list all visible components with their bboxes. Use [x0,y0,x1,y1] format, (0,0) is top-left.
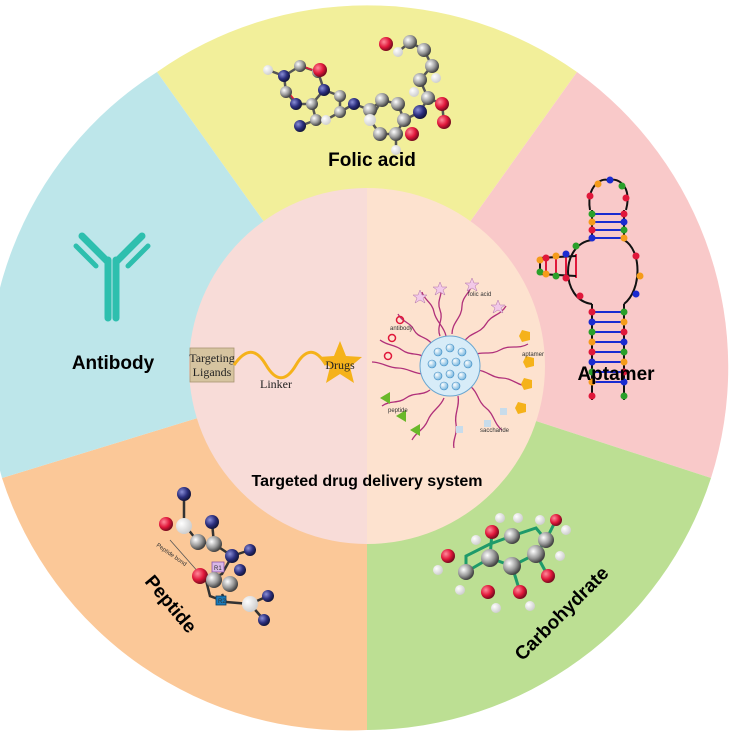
targeting-ligand-label-line1: Targeting [189,351,235,365]
carbohydrate-molecule-icon [433,513,571,613]
r1-label: R1 [214,566,222,572]
peptide-molecule-icon: Peptide bond R1 R2 [155,487,274,626]
center-title: Targeted drug delivery system [252,473,483,490]
aptamer-label: Aptamer [577,364,655,385]
center-left-half [189,188,367,544]
aptamer-structure-icon [536,176,644,400]
antibody-label: Antibody [72,353,155,374]
ligand-drug-conjugate: Targeting Ligands Linker Drugs [189,341,362,391]
np-peptide-label: peptide [388,408,408,414]
np-saccharide-label: saccharide [480,428,510,434]
linker-label: Linker [260,377,292,391]
r2-label: R2 [218,599,226,605]
np-aptamer-label: aptamer [522,352,544,358]
segment-folic-acid [157,5,577,367]
drug-star-icon [318,341,362,383]
linker-curve [232,350,328,380]
np-folic-acid-label: folic acid [468,292,491,298]
folic-acid-label: Folic acid [328,150,416,171]
np-antibody-label: antibody [390,326,413,332]
antibody-icon [73,232,151,322]
targeting-ligand-label-line2: Ligands [193,365,232,379]
drugs-label: Drugs [325,358,355,372]
folic-acid-molecule-icon [263,35,451,155]
functionalized-nanoparticle: folic acid antibody aptamer peptide sacc… [371,277,544,449]
